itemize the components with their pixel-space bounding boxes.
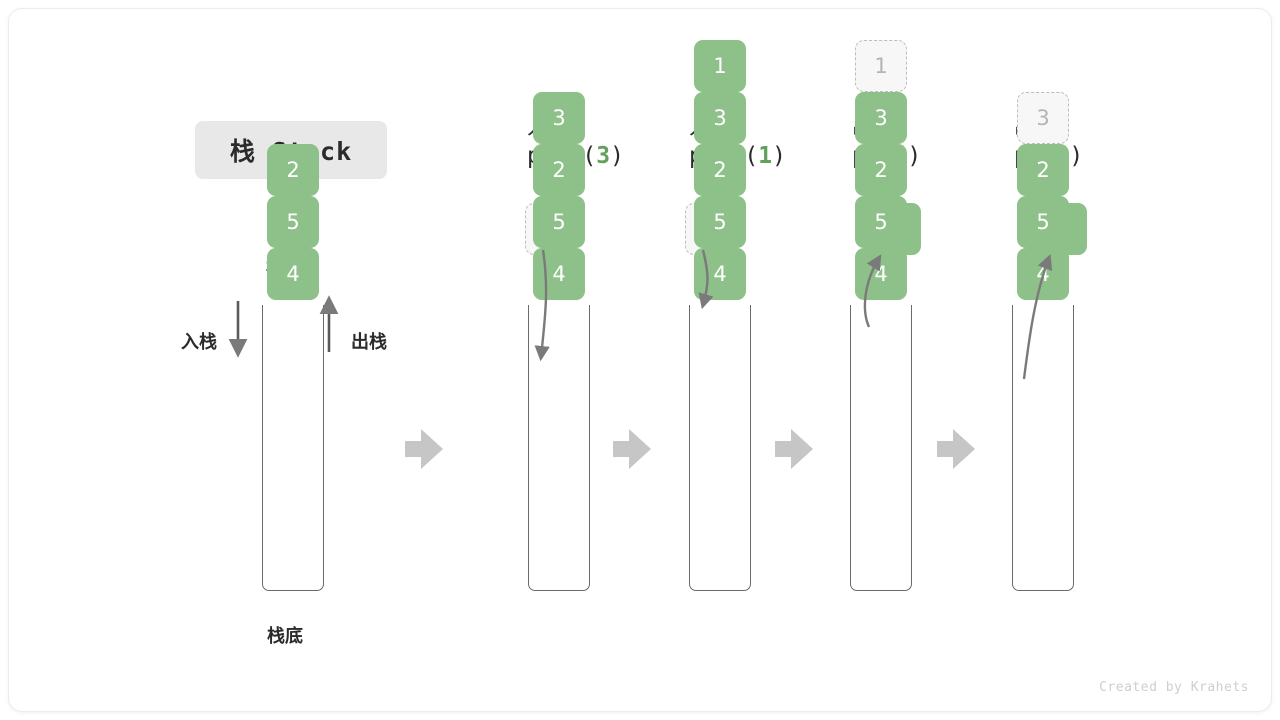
stack-cell: 2	[533, 144, 585, 196]
stage-separator-arrow-4	[937, 429, 975, 469]
push-direction-label: 入栈	[181, 332, 217, 352]
stack-tube	[528, 305, 590, 591]
stage-separator-arrow-1	[405, 429, 443, 469]
stack-tube	[1012, 305, 1074, 591]
stack-cell: 3	[1017, 92, 1069, 144]
stack-cell: 5	[694, 196, 746, 248]
stack-cell: 2	[855, 144, 907, 196]
stack-cell: 2	[694, 144, 746, 196]
stack-cell: 3	[694, 92, 746, 144]
stack-cell: 2	[267, 144, 319, 196]
stack-cell: 5	[1017, 196, 1069, 248]
stack-bottom-label: 栈底	[267, 626, 303, 646]
stack-cell: 1	[694, 40, 746, 92]
stack-cell: 4	[855, 248, 907, 300]
stack-cell: 3	[855, 92, 907, 144]
stack-cell: 5	[533, 196, 585, 248]
stack-cell: 4	[267, 248, 319, 300]
stage-separator-arrow-3	[775, 429, 813, 469]
stack-cell: 1	[855, 40, 907, 92]
credit-text: Created by Krahets	[1099, 680, 1249, 695]
stack-cell: 4	[533, 248, 585, 300]
stack-cell: 4	[1017, 248, 1069, 300]
stack-tube	[850, 305, 912, 591]
pop-direction-label: 出栈	[351, 332, 387, 352]
diagram-canvas: 栈 Stack 栈顶 栈底 入栈 出栈 452 入栈 push(3) 3 452…	[8, 8, 1272, 712]
stage-separator-arrow-2	[613, 429, 651, 469]
stack-cell: 2	[1017, 144, 1069, 196]
stage-header-arg: 1	[758, 143, 773, 170]
stack-tube	[689, 305, 751, 591]
stack-cell: 3	[533, 92, 585, 144]
stack-cell: 4	[694, 248, 746, 300]
stack-tube	[262, 305, 324, 591]
stack-cell: 5	[855, 196, 907, 248]
stage-header-arg: 3	[596, 143, 611, 170]
stack-cell: 5	[267, 196, 319, 248]
